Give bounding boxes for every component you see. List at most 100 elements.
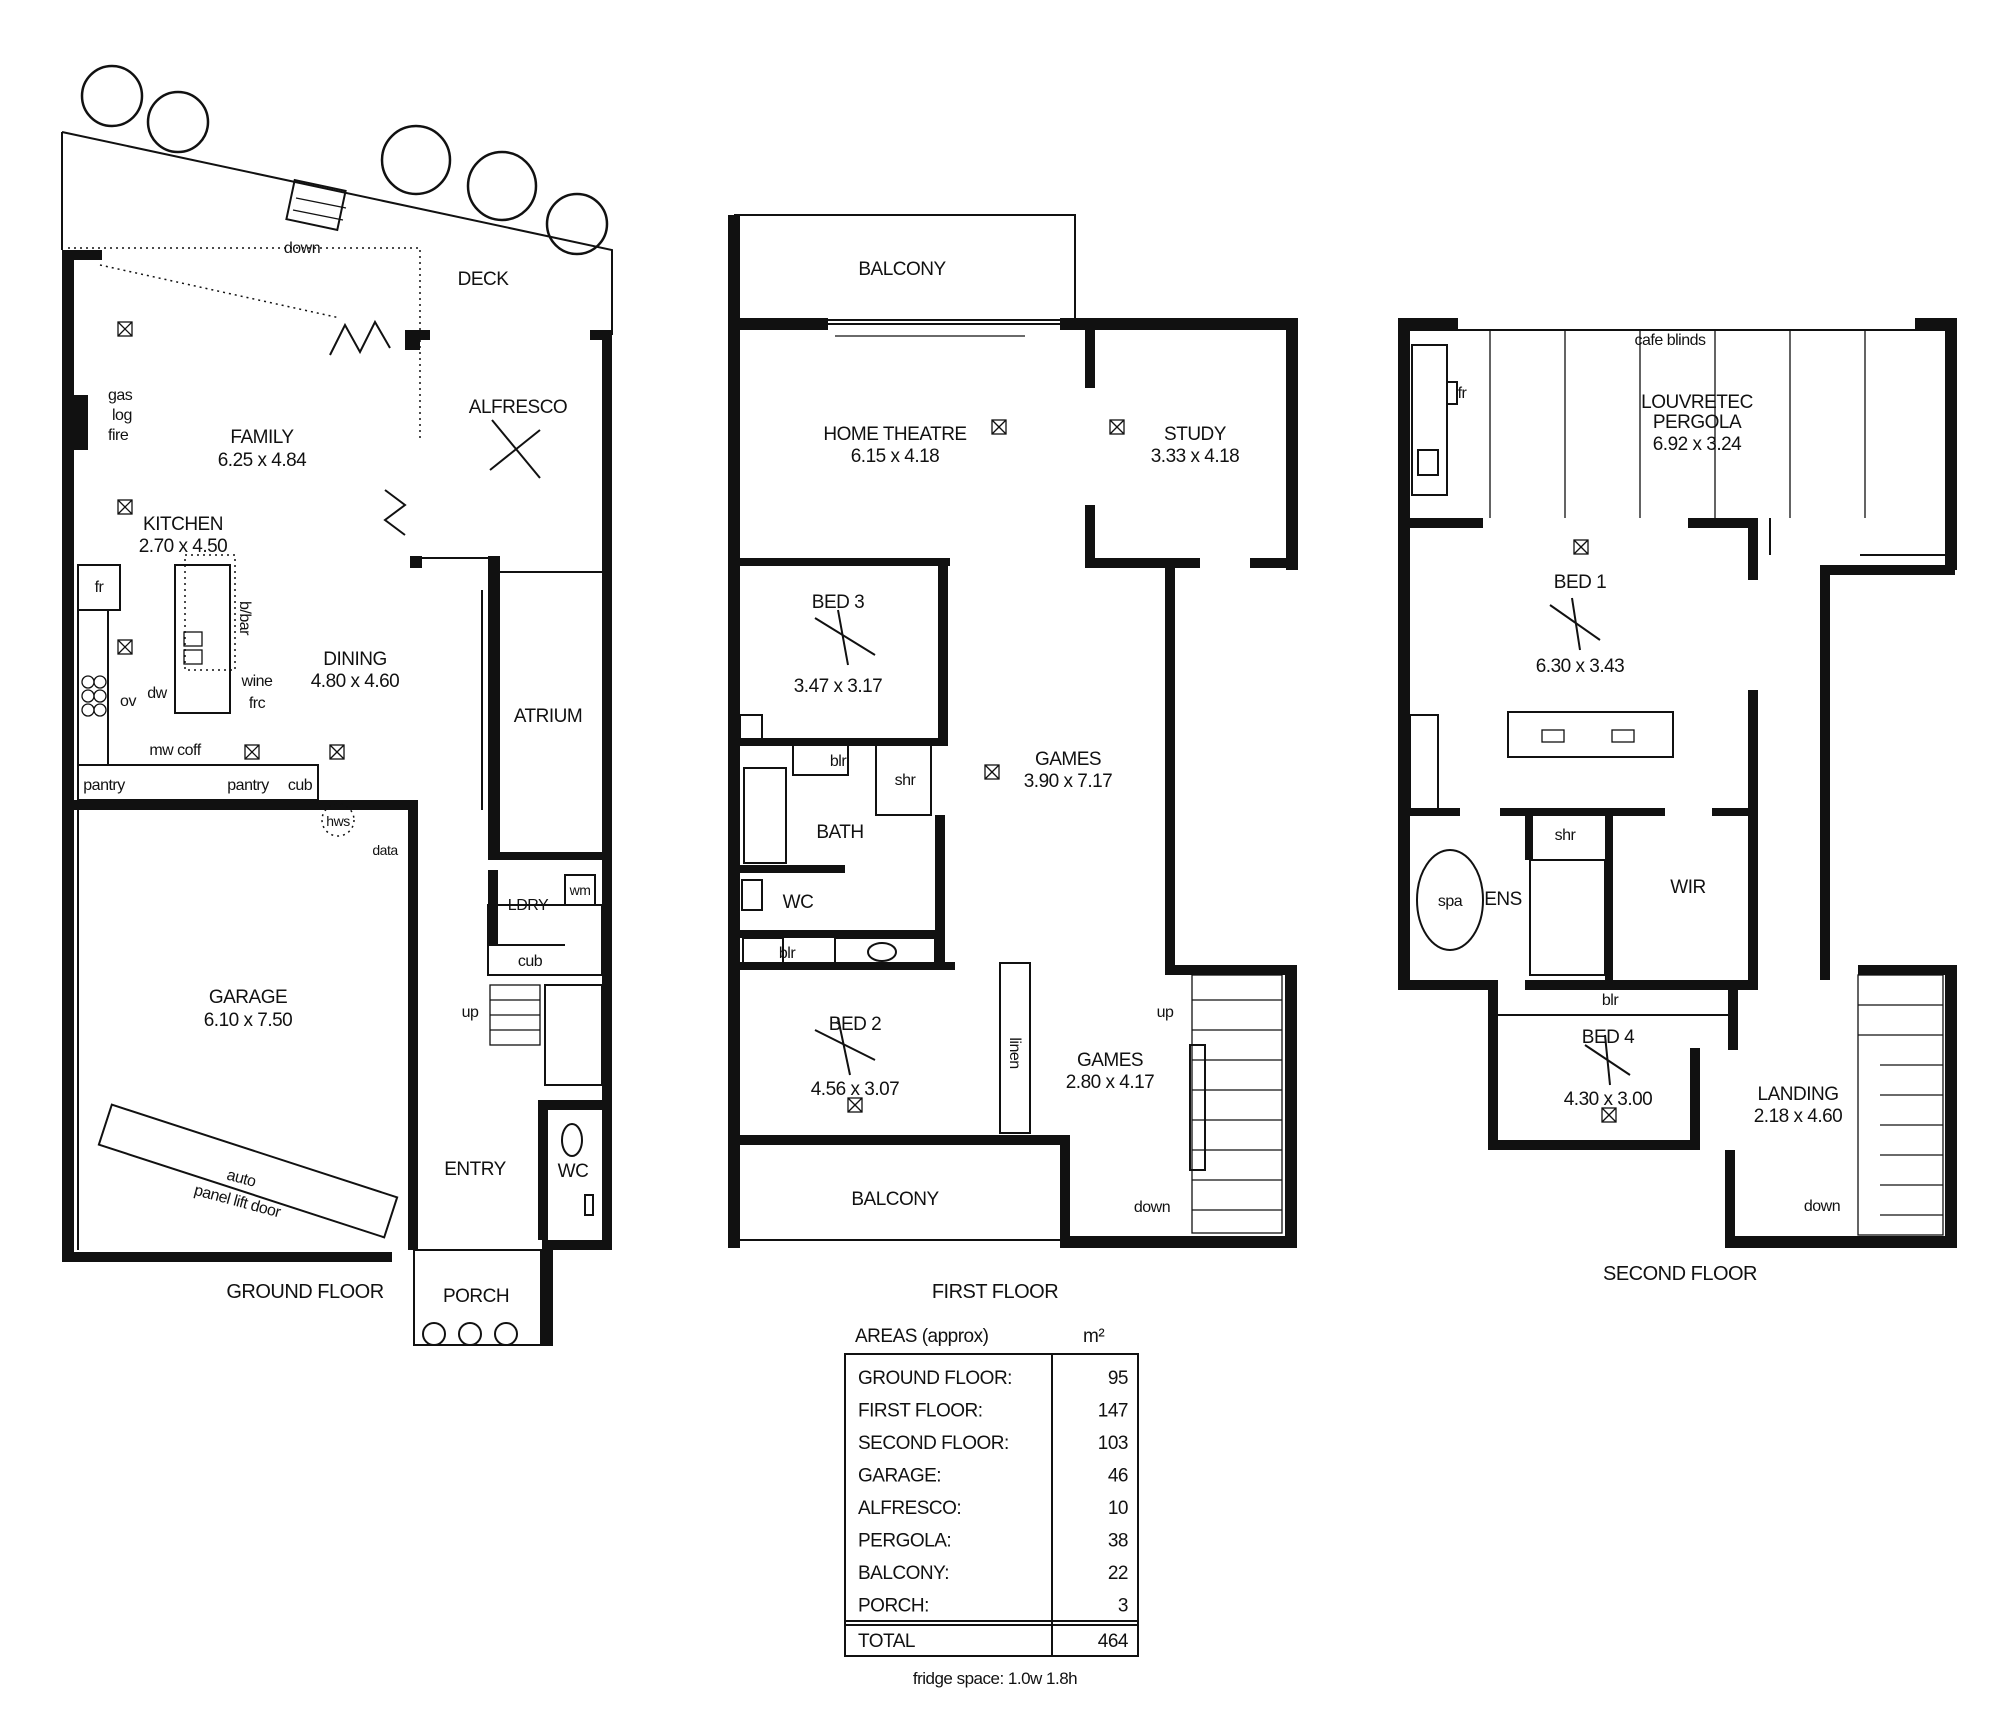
up-first-label: up xyxy=(1157,1004,1174,1021)
garage-dimensions: 6.10 x 7.50 xyxy=(204,1010,293,1031)
bed2-dimensions: 4.56 x 3.07 xyxy=(811,1079,900,1100)
light-fitting-icons-first xyxy=(847,419,1125,1113)
kitchen-dimensions: 2.70 x 4.50 xyxy=(139,536,228,557)
landing-dimensions: 2.18 x 4.60 xyxy=(1754,1106,1843,1127)
ground-floor-title: GROUND FLOOR xyxy=(226,1281,383,1303)
oven-label: ov xyxy=(120,693,136,710)
cupboard-label-1: cub xyxy=(288,777,313,794)
games-label: GAMES xyxy=(1035,749,1101,770)
bed1-dimensions: 6.30 x 3.43 xyxy=(1536,656,1625,677)
tree-icons xyxy=(80,64,609,256)
wine-fridge-label: frc xyxy=(249,695,266,712)
cafe-blinds-label: cafe blinds xyxy=(1635,332,1706,349)
spa-label: spa xyxy=(1438,893,1463,910)
light-fitting-icons xyxy=(117,321,345,760)
ceiling-fan-icon-second xyxy=(1549,597,1631,1086)
linen-label: linen xyxy=(1006,1037,1023,1068)
cupboard-label-2: cub xyxy=(518,953,543,970)
dining-label: DINING xyxy=(323,649,387,670)
ceiling-fan-icon xyxy=(489,419,541,479)
area-row-label: FIRST FLOOR: xyxy=(858,1401,983,1422)
ensuite-label: ENS xyxy=(1484,889,1522,910)
landing-label: LANDING xyxy=(1758,1084,1839,1105)
bed3-label: BED 3 xyxy=(812,592,864,613)
atrium-label: ATRIUM xyxy=(514,706,582,727)
bath-label: BATH xyxy=(816,822,863,843)
garage-label: GARAGE xyxy=(209,987,287,1008)
games2-label: GAMES xyxy=(1077,1050,1143,1071)
area-row-label: PERGOLA: xyxy=(858,1531,951,1552)
balcony-bottom-label: BALCONY xyxy=(851,1189,939,1210)
area-row-label: ALFRESCO: xyxy=(858,1498,961,1519)
area-row-value: 103 xyxy=(1098,1433,1128,1454)
fire-label: fire xyxy=(108,427,129,444)
down-label: down xyxy=(284,240,320,257)
home-theatre-label: HOME THEATRE xyxy=(823,424,966,445)
mw-coff-label: mw coff xyxy=(149,742,201,759)
cooktop-icon xyxy=(81,675,107,717)
blr-second-label: blr xyxy=(1602,992,1619,1009)
pergola-dimensions: 6.92 x 3.24 xyxy=(1653,434,1742,455)
family-label: FAMILY xyxy=(230,427,294,448)
fridge-space-note: fridge space: 1.0w 1.8h xyxy=(913,1669,1077,1688)
bed2-label: BED 2 xyxy=(829,1014,881,1035)
pantry-label-2: pantry xyxy=(227,777,269,794)
area-row-label: GROUND FLOOR: xyxy=(858,1368,1012,1389)
data-label: data xyxy=(372,842,398,858)
linen-blr-label: blr xyxy=(779,945,796,962)
balcony-top-label: BALCONY xyxy=(858,259,946,280)
entry-label: ENTRY xyxy=(444,1159,506,1180)
areas-total-label: TOTAL xyxy=(858,1631,915,1652)
pergola-label: PERGOLA xyxy=(1653,412,1742,433)
laundry-label: LDRY xyxy=(508,897,549,914)
second-floor-plan: cafe blinds fr LOUVRETEC PERGOLA 6.92 x … xyxy=(1398,318,1957,1285)
area-row-label: PORCH: xyxy=(858,1596,929,1617)
games2-dimensions: 2.80 x 4.17 xyxy=(1066,1072,1155,1093)
fridge-label: fr xyxy=(95,579,105,596)
wc-label: WC xyxy=(558,1161,589,1182)
bed4-dimensions: 4.30 x 3.00 xyxy=(1564,1089,1653,1110)
area-row-label: GARAGE: xyxy=(858,1466,941,1487)
study-label: STUDY xyxy=(1164,424,1227,445)
wc-first-label: WC xyxy=(783,892,814,913)
bed1-label: BED 1 xyxy=(1554,572,1606,593)
area-row-value: 3 xyxy=(1118,1596,1128,1617)
dining-dimensions: 4.80 x 4.60 xyxy=(311,671,400,692)
bed3-dimensions: 3.47 x 3.17 xyxy=(794,676,883,697)
bed4-label: BED 4 xyxy=(1582,1027,1635,1048)
first-floor-title: FIRST FLOOR xyxy=(932,1281,1058,1303)
areas-unit: m² xyxy=(1083,1326,1104,1347)
kitchen-label: KITCHEN xyxy=(143,514,223,535)
area-row-value: 38 xyxy=(1108,1531,1128,1552)
pantry-label-1: pantry xyxy=(83,777,125,794)
panel-lift-door-label: panel lift door xyxy=(192,1182,283,1222)
first-floor-plan: BALCONY HOME THEATRE 6.15 x 4.18 STUDY 3… xyxy=(728,214,1298,1303)
area-row-value: 46 xyxy=(1108,1466,1128,1487)
hws-label: hws xyxy=(326,813,350,829)
up-label: up xyxy=(462,1004,479,1021)
wine-label: wine xyxy=(241,673,274,690)
ground-floor-plan: DECK down gas log fire FAMILY 6.25 x 4.8… xyxy=(61,64,613,1346)
wir-label: WIR xyxy=(1670,877,1705,898)
bbar-label: b/bar xyxy=(236,601,253,636)
ceiling-fan-icon-first xyxy=(814,609,876,1076)
study-dimensions: 3.33 x 4.18 xyxy=(1151,446,1240,467)
area-row-value: 95 xyxy=(1108,1368,1128,1389)
light-fitting-icons-second xyxy=(1573,539,1617,1123)
down-second-label: down xyxy=(1804,1198,1840,1215)
dishwasher-label: dw xyxy=(147,685,167,702)
porch-shrubs-icon xyxy=(422,1322,518,1346)
alfresco-label: ALFRESCO xyxy=(469,397,567,418)
bathroom-blr-label: blr xyxy=(830,753,847,770)
louvretec-label: LOUVRETEC xyxy=(1641,392,1753,413)
area-row-value: 147 xyxy=(1098,1401,1128,1422)
washing-machine-label: wm xyxy=(569,882,591,898)
areas-header: AREAS (approx) xyxy=(855,1326,989,1347)
gas-label: gas xyxy=(108,387,133,404)
deck-label: DECK xyxy=(458,269,510,290)
shower-label: shr xyxy=(895,772,917,789)
area-row-value: 22 xyxy=(1108,1563,1128,1584)
second-floor-title: SECOND FLOOR xyxy=(1603,1263,1757,1285)
